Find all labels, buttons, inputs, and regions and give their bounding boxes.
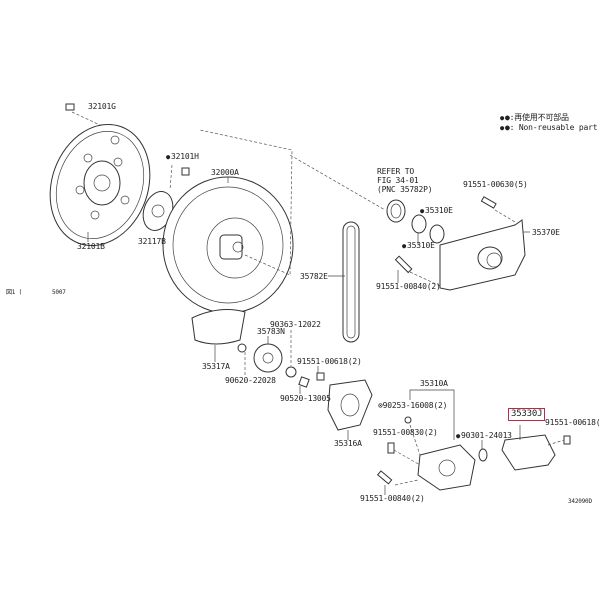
part-label-32101H[interactable]: 32101H <box>166 152 199 162</box>
refer-note-line2: FIG 34-01 <box>377 176 419 185</box>
part-label-91551-00840-top[interactable]: 91551-00840(2) <box>376 282 441 291</box>
part-label-32000A[interactable]: 32000A <box>211 168 239 177</box>
bolt-32101G <box>65 103 75 111</box>
footnote-left: 図1 ( <box>6 289 23 296</box>
part-label-35310E-lower[interactable]: 35310E <box>402 241 435 251</box>
part-label-35782E[interactable]: 35782E <box>300 272 328 281</box>
part-label-91551-00840-bottom[interactable]: 91551-00840(2) <box>360 494 425 503</box>
part-label-35330J-highlighted[interactable]: 35330J <box>508 408 546 421</box>
chain-35782E <box>342 221 360 343</box>
refer-note-line3: (PNC 35782P) <box>377 185 433 194</box>
legend-line-japanese: ●:再使用不可部品 <box>500 113 569 123</box>
part-label-90301-24013[interactable]: 90301-24013 <box>456 431 512 441</box>
part-label-32117B[interactable]: 32117B <box>138 237 166 246</box>
seal-35782P <box>386 199 406 223</box>
part-label-90520-13005[interactable]: 90520-13005 <box>280 394 331 403</box>
part-label-91551-00830[interactable]: 91551-00830(2) <box>373 428 438 437</box>
pump-35310A <box>417 444 476 491</box>
refer-note-line1: REFER TO <box>377 167 414 176</box>
part-label-90620-22028[interactable]: 90620-22028 <box>225 376 276 385</box>
part-label-35316A[interactable]: 35316A <box>334 439 362 448</box>
part-label-35370E[interactable]: 35370E <box>532 228 560 237</box>
part-label-35310A[interactable]: 35310A <box>420 379 448 388</box>
part-label-32101G[interactable]: 32101G <box>88 102 116 111</box>
strainer-35330J <box>501 434 556 471</box>
part-label-35310E-upper[interactable]: 35310E <box>420 206 453 216</box>
part-label-90253-16008[interactable]: ⊗90253-16008(2) <box>378 401 448 410</box>
bolt-32101H <box>181 167 190 176</box>
legend-line-english: ●: Non-reusable part <box>500 123 598 133</box>
flexplate-drawing <box>49 123 151 247</box>
gear-35783N <box>253 343 283 373</box>
figure-code: 342090D <box>568 498 592 505</box>
part-label-90363-12022[interactable]: 90363-12022 <box>270 320 321 329</box>
part-label-35317A[interactable]: 35317A <box>202 362 230 371</box>
torque-converter-drawing <box>162 176 294 314</box>
footnote-right: 5007 <box>52 289 66 296</box>
part-label-32101B[interactable]: 32101B <box>77 242 105 251</box>
part-label-91551-00618-right[interactable]: 91551-00618(2) <box>545 418 600 427</box>
part-label-91551-00630[interactable]: 91551-00630(5) <box>463 180 528 189</box>
part-label-35783N[interactable]: 35783N <box>257 327 285 336</box>
cover-35316A <box>327 379 373 431</box>
cover-35317A <box>191 309 246 345</box>
part-label-91551-00618-mid[interactable]: 91551-00618(2) <box>297 357 362 366</box>
